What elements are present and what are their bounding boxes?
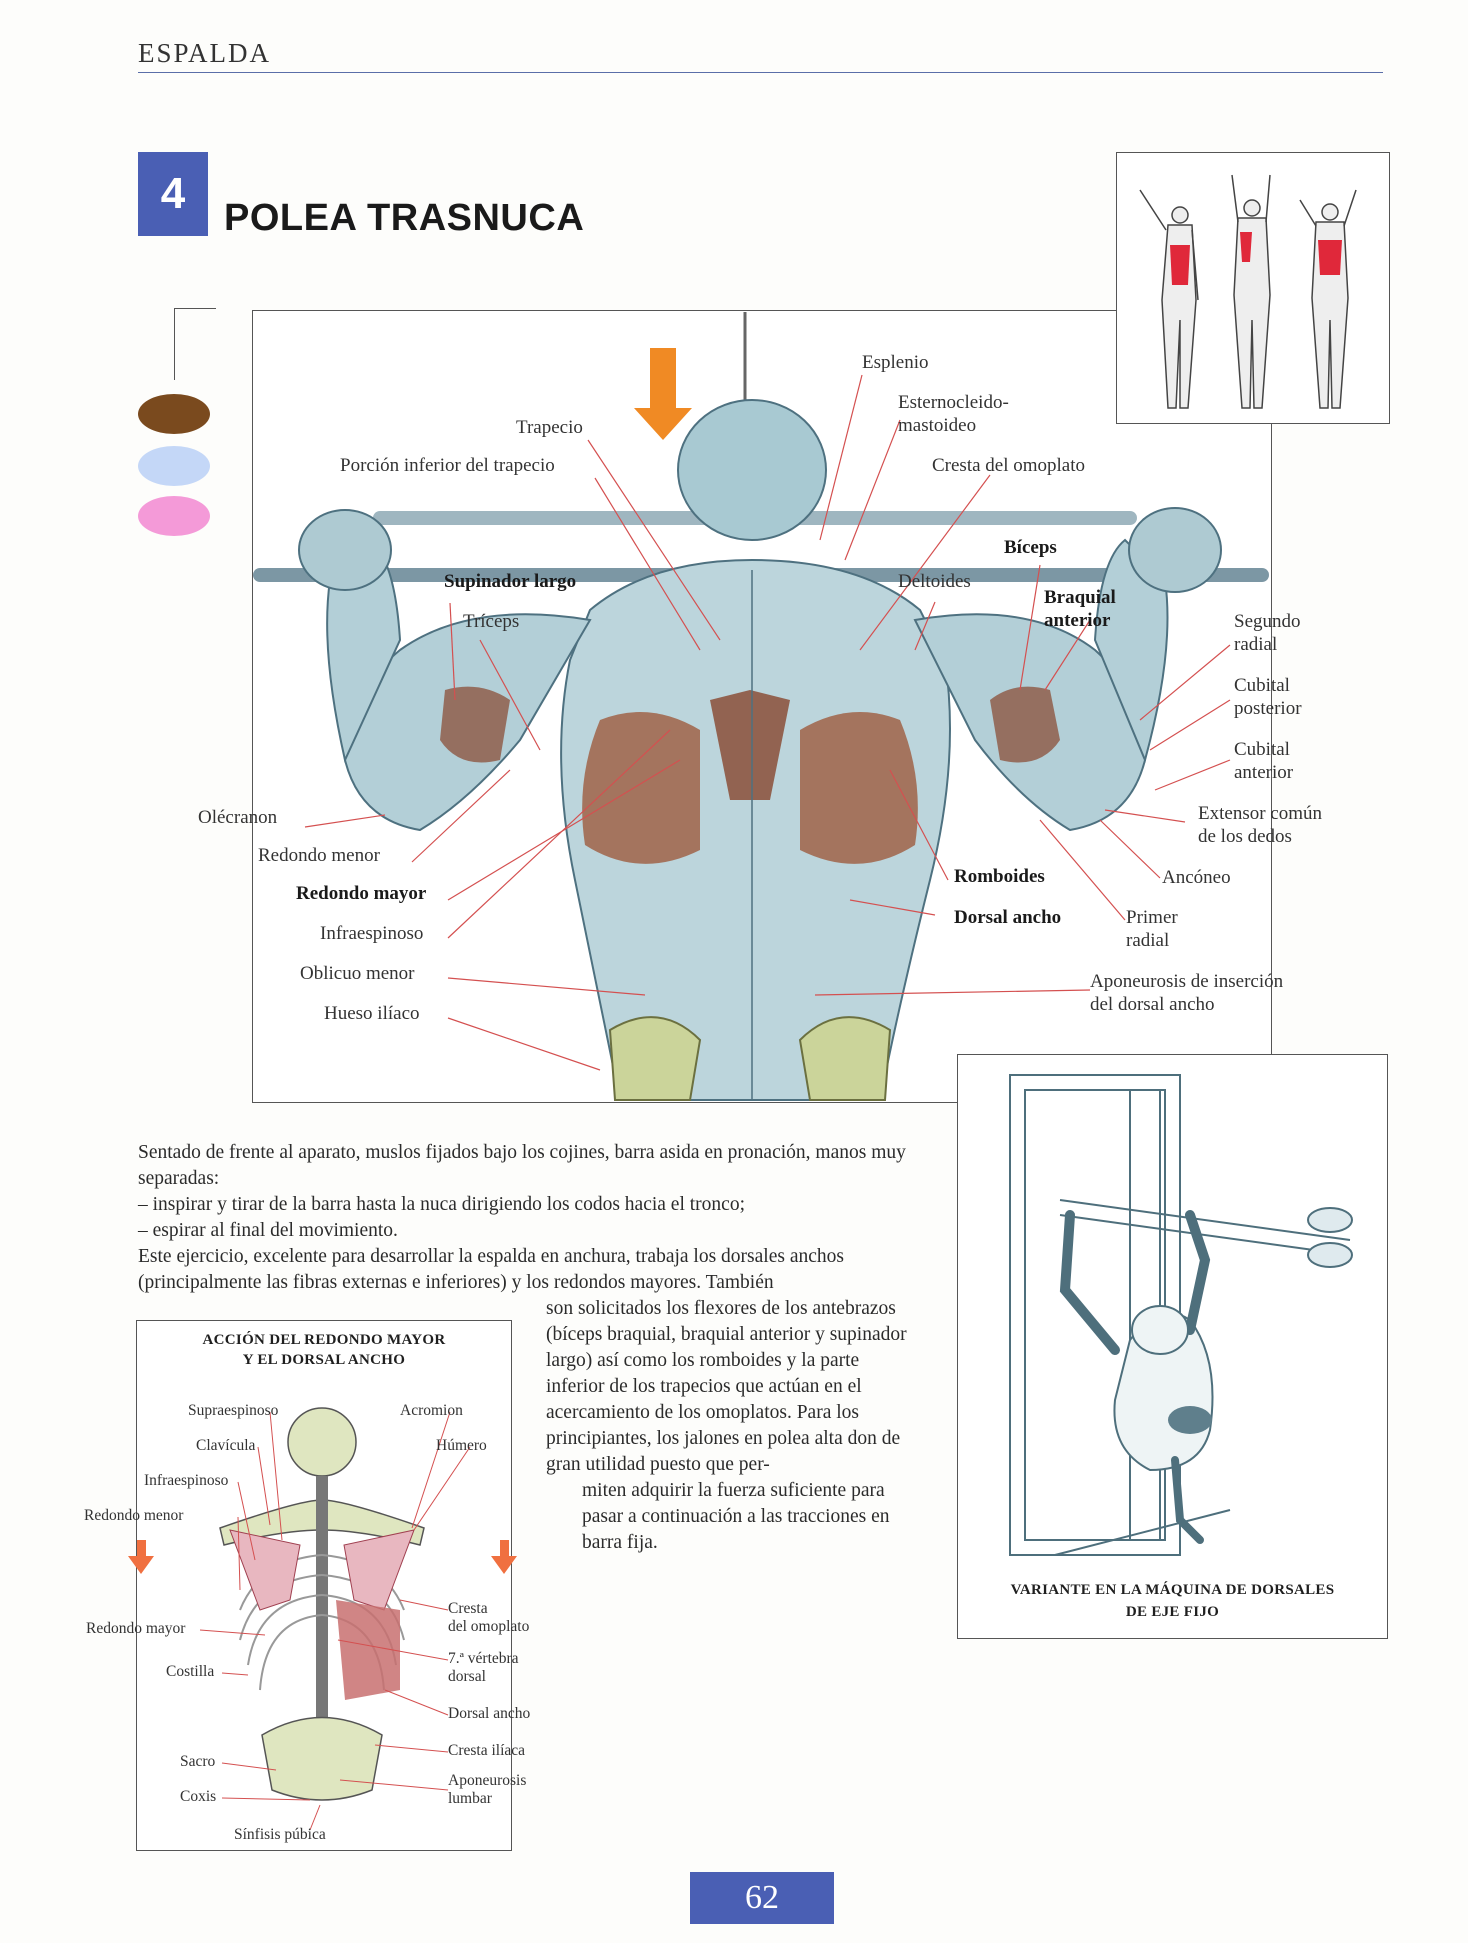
label-esternocleido-2: mastoideo <box>898 415 977 436</box>
label-porcion-inferior-trapecio: Porción inferior del trapecio <box>340 455 555 476</box>
label-biceps: Bíceps <box>1004 537 1057 558</box>
label-segundo-radial-2: radial <box>1234 634 1278 655</box>
label-dorsal-ancho: Dorsal ancho <box>954 907 1062 928</box>
label-oblicuo-menor: Oblicuo menor <box>300 963 415 984</box>
skel-label-redondo-menor: Redondo menor <box>84 1507 184 1524</box>
skel-label-cresta-2: del omoplato <box>448 1618 530 1635</box>
label-aponeurosis-1: Aponeurosis de inserción <box>1090 971 1284 992</box>
label-redondo-menor: Redondo menor <box>258 845 380 866</box>
label-extensor-comun-2: de los dedos <box>1198 826 1292 847</box>
label-esternocleido-1: Esternocleido- <box>898 392 1009 413</box>
pull-down-arrow <box>634 348 692 440</box>
exercise-title: POLEA TRASNUCA <box>224 197 585 239</box>
label-braquial-anterior-2: anterior <box>1044 610 1111 631</box>
label-olecranon: Olécranon <box>198 807 278 828</box>
header-rule <box>138 72 1383 73</box>
label-cubital-anterior-1: Cubital <box>1234 739 1290 760</box>
label-triceps: Tríceps <box>463 611 520 632</box>
label-braquial-anterior-1: Braquial <box>1044 587 1116 608</box>
label-redondo-mayor: Redondo mayor <box>296 883 427 904</box>
legend-oval-pink <box>138 496 210 536</box>
action-box-caption-2: Y EL DORSAL ANCHO <box>242 1352 406 1368</box>
label-cresta-omoplato: Cresta del omoplato <box>932 455 1086 476</box>
legend-oval-brown <box>138 394 210 434</box>
skel-label-costilla: Costilla <box>166 1663 215 1680</box>
skel-label-infraespinoso: Infraespinoso <box>144 1472 229 1489</box>
label-extensor-comun-1: Extensor común <box>1198 803 1323 824</box>
label-cubital-posterior-2: posterior <box>1234 698 1302 719</box>
exercise-number: 4 <box>138 152 208 236</box>
skel-label-sinfisis: Sínfisis púbica <box>234 1826 326 1843</box>
body-list-item-1: – inspirar y tirar de la barra hasta la … <box>138 1194 745 1215</box>
skel-label-vertebra-1: 7.ª vértebra <box>448 1650 519 1667</box>
skel-label-aponeurosis-1: Aponeurosis <box>448 1772 527 1789</box>
skel-label-clavicula: Clavícula <box>196 1437 256 1454</box>
skel-label-cresta-1: Cresta <box>448 1600 488 1617</box>
body-paragraph-2b: son solicitados los flexores de los ante… <box>546 1298 907 1475</box>
label-cubital-posterior-1: Cubital <box>1234 675 1290 696</box>
variant-caption-2: DE EJE FIJO <box>1125 1604 1220 1620</box>
label-trapecio: Trapecio <box>516 417 583 438</box>
section-title: ESPALDA <box>138 38 272 68</box>
label-infraespinoso: Infraespinoso <box>320 923 424 944</box>
label-aponeurosis-2: del dorsal ancho <box>1090 994 1215 1015</box>
legend-bracket <box>174 308 216 309</box>
skel-label-dorsal-ancho: Dorsal ancho <box>448 1705 531 1722</box>
body-paragraph-2c: miten adquirir la fuerza suficiente para… <box>582 1480 890 1553</box>
label-deltoides: Deltoides <box>898 571 971 592</box>
legend-oval-blue <box>138 446 210 486</box>
page-number: 62 <box>690 1872 834 1924</box>
action-box-caption-1: ACCIÓN DEL REDONDO MAYOR <box>202 1332 446 1348</box>
skel-label-coxis: Coxis <box>180 1788 217 1805</box>
legend-bracket-vertical <box>174 308 175 380</box>
label-cubital-anterior-2: anterior <box>1234 762 1294 783</box>
body-list-item-2: – espirar al final del movimiento. <box>138 1220 398 1241</box>
skel-label-cresta-iliaca: Cresta ilíaca <box>448 1742 526 1759</box>
label-hueso-iliaco: Hueso ilíaco <box>324 1003 420 1024</box>
skel-label-sacro: Sacro <box>180 1753 216 1770</box>
skel-label-acromion: Acromion <box>400 1402 463 1419</box>
label-supinador-largo: Supinador largo <box>444 571 577 592</box>
skel-label-humero: Húmero <box>436 1437 487 1454</box>
skel-label-supraespinoso: Supraespinoso <box>188 1402 279 1419</box>
skel-label-redondo-mayor: Redondo mayor <box>86 1620 186 1637</box>
label-primer-radial-2: radial <box>1126 930 1170 951</box>
body-paragraph-2a: Este ejercicio, excelente para desarroll… <box>138 1246 844 1293</box>
body-paragraph-1: Sentado de frente al aparato, muslos fij… <box>138 1142 906 1189</box>
label-esplenio: Esplenio <box>862 352 929 373</box>
skel-label-vertebra-2: dorsal <box>448 1668 486 1685</box>
variant-caption-1: VARIANTE EN LA MÁQUINA DE DORSALES <box>1010 1582 1335 1598</box>
skel-label-aponeurosis-2: lumbar <box>448 1790 492 1807</box>
label-primer-radial-1: Primer <box>1126 907 1178 928</box>
label-romboides: Romboides <box>954 866 1045 887</box>
label-anconeo: Ancóneo <box>1162 867 1231 888</box>
label-segundo-radial-1: Segundo <box>1234 611 1301 632</box>
